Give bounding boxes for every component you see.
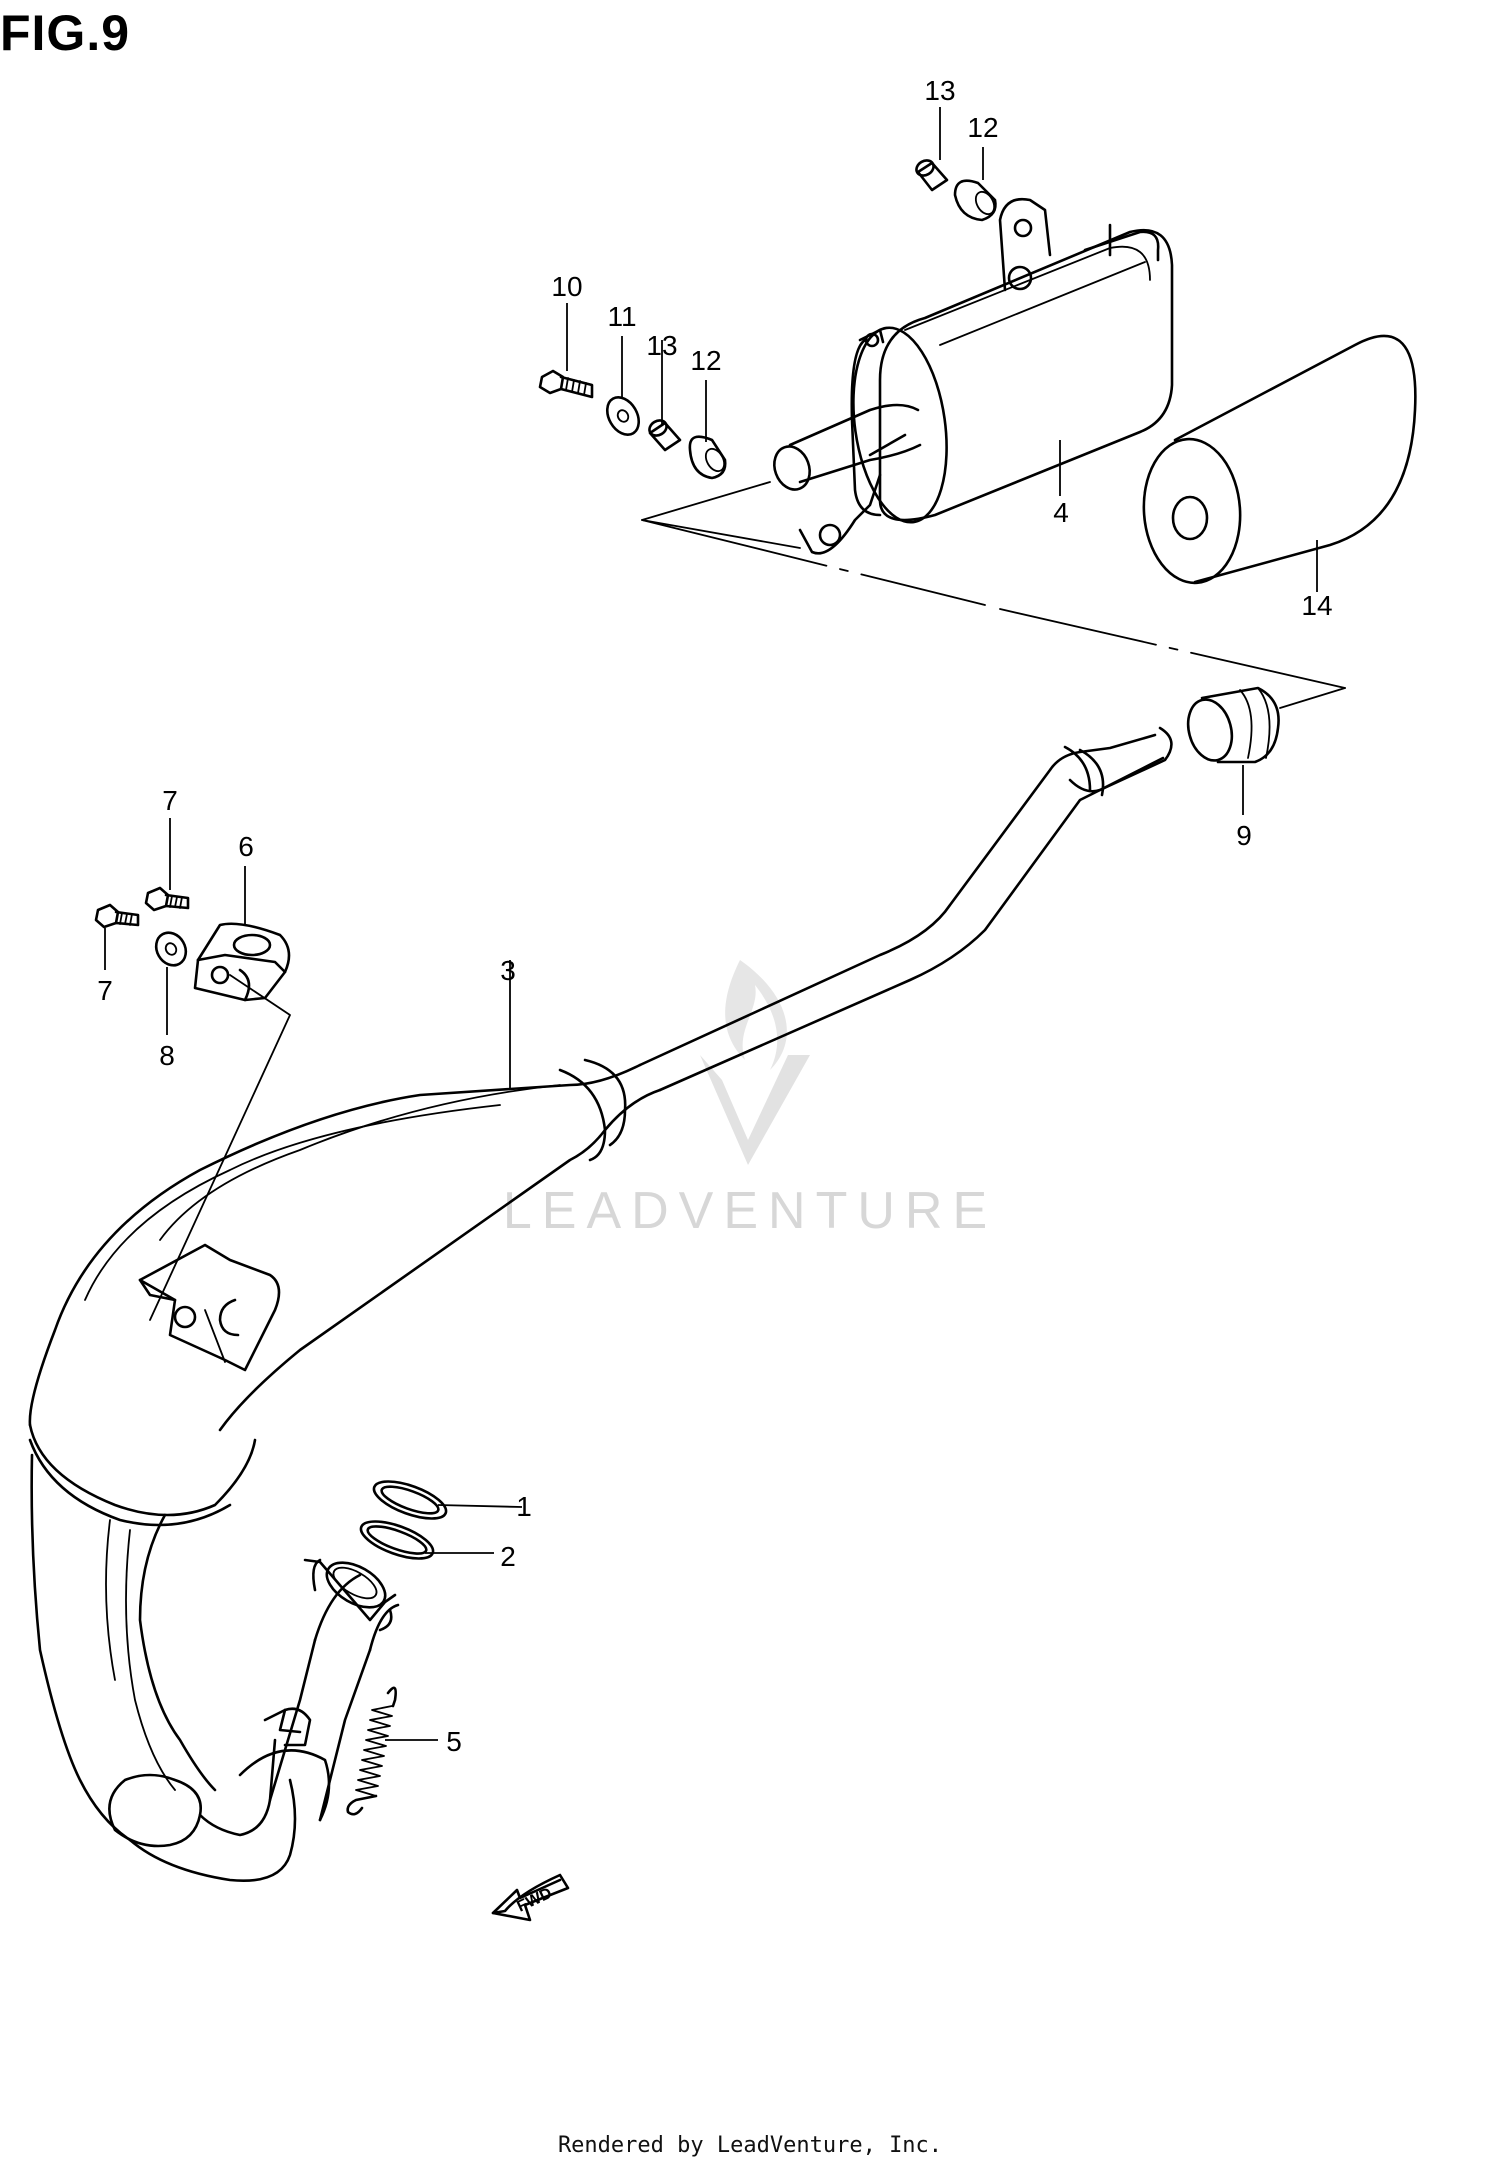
callout-14: 14	[1301, 590, 1332, 621]
leadventure-watermark: LEADVENTURE	[503, 960, 997, 1240]
callout-4: 4	[1053, 497, 1069, 528]
callout-8: 8	[159, 1040, 175, 1071]
silencer-hardware	[538, 159, 997, 480]
callout-leaders	[104, 107, 1318, 1741]
joint-ring	[1186, 686, 1280, 764]
bracket	[193, 922, 291, 1002]
callout-11: 11	[607, 301, 636, 332]
watermark-text: LEADVENTURE	[503, 1182, 997, 1240]
figure-title: FIG.9	[0, 5, 131, 61]
callout-10: 10	[551, 271, 582, 302]
callout-1: 1	[516, 1491, 532, 1522]
callout-6: 6	[238, 831, 254, 862]
gaskets	[359, 1480, 448, 1560]
silencer-sleeve	[1142, 334, 1417, 585]
chamber-bracket	[138, 1243, 281, 1372]
callout-labels: 1 2 3 4 5 6 7 7 8 9 10 11 12 12 13 13 14	[97, 75, 1332, 1757]
callout-13a: 13	[646, 330, 677, 361]
spring	[346, 1686, 397, 1816]
callout-3: 3	[500, 955, 516, 986]
callout-9: 9	[1236, 820, 1252, 851]
fwd-label: FWD	[515, 1885, 555, 1916]
callout-2: 2	[500, 1541, 516, 1572]
callout-7a: 7	[162, 785, 178, 816]
forward-direction-arrow: FWD	[491, 1873, 570, 1922]
callout-12a: 12	[690, 345, 721, 376]
callout-13b: 13	[924, 75, 955, 106]
footer-credit: Rendered by LeadVenture, Inc.	[557, 2133, 943, 2158]
bolts-and-washer	[94, 886, 190, 967]
callout-12b: 12	[967, 112, 998, 143]
exhaust-chamber	[28, 726, 1173, 1882]
silencer-body	[773, 197, 1174, 555]
callout-5: 5	[446, 1726, 462, 1757]
callout-7b: 7	[97, 975, 113, 1006]
